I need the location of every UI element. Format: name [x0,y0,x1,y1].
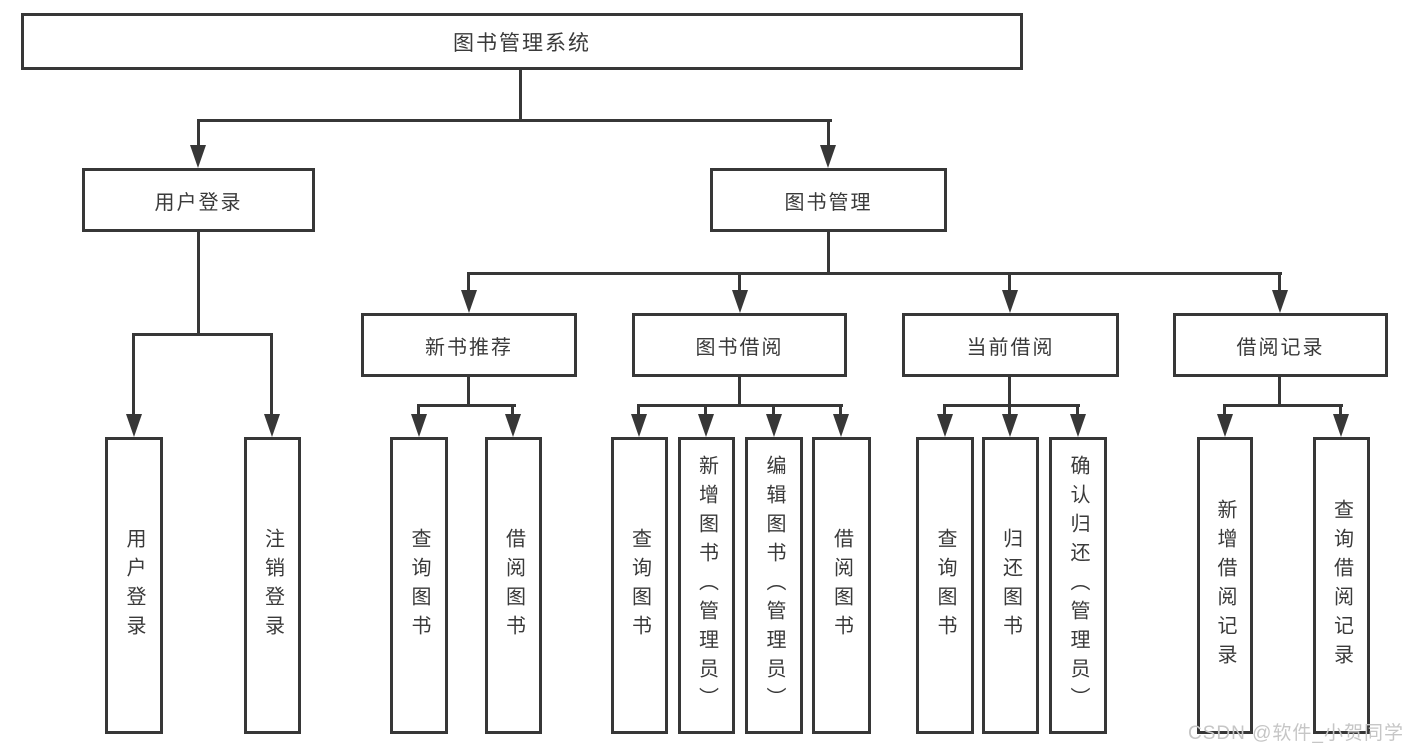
leaf-return-books-label: 归还图书 [999,527,1022,644]
connector-line [772,404,775,417]
connector-line [704,404,707,417]
leaf-logout-label: 注销登录 [261,527,284,644]
arrowhead-down-icon [264,414,280,437]
leaf-add-borrow-record: 新增借阅记录 [1197,437,1253,734]
leaf-user-login: 用户登录 [105,437,163,734]
leaf-logout: 注销登录 [244,437,301,734]
connector-line [1278,272,1281,294]
leaf-confirm-return-admin: 确认归还（管理员） [1049,437,1107,734]
node-user-login: 用户登录 [82,168,315,232]
connector-line [943,404,1080,407]
node-new-book-recommend-label: 新书推荐 [425,336,513,359]
connector-line [1339,404,1342,417]
connector-line [519,70,522,121]
leaf-edit-books-admin: 编辑图书（管理员） [745,437,803,734]
connector-line [637,404,640,417]
connector-line [511,404,514,417]
node-book-borrow-label: 图书借阅 [695,336,784,359]
connector-line [467,272,470,294]
connector-line [827,232,830,275]
node-user-login-label: 用户登录 [154,191,243,214]
connector-line [839,404,842,417]
connector-line [1008,404,1011,417]
connector-line [417,404,420,417]
leaf-query-books-recommend-label: 查询图书 [408,527,430,644]
arrowhead-down-icon [766,414,782,437]
leaf-query-borrow-record: 查询借阅记录 [1313,437,1370,734]
connector-line [417,404,516,407]
connector-line [1278,377,1281,407]
leaf-add-borrow-record-label: 新增借阅记录 [1214,498,1236,673]
connector-line [467,377,470,407]
leaf-return-books: 归还图书 [982,437,1039,734]
leaf-query-books-borrow-label: 查询图书 [628,527,651,644]
node-root-label: 图书管理系统 [453,31,591,55]
arrowhead-down-icon [1070,414,1086,437]
connector-line [270,333,273,415]
arrowhead-down-icon [732,290,748,313]
leaf-borrow-books-recommend-label: 借阅图书 [502,527,525,644]
arrowhead-down-icon [1272,290,1288,313]
arrowhead-down-icon [1217,414,1233,437]
leaf-borrow-books-recommend: 借阅图书 [485,437,542,734]
connector-line [197,119,200,147]
connector-line [197,119,832,122]
arrowhead-down-icon [505,414,521,437]
node-current-borrow: 当前借阅 [902,313,1119,377]
node-root: 图书管理系统 [21,13,1023,70]
node-borrow-records-label: 借阅记录 [1236,336,1325,359]
leaf-add-books-admin: 新增图书（管理员） [678,437,735,734]
connector-line [738,377,741,407]
node-book-management: 图书管理 [710,168,947,232]
arrowhead-down-icon [820,145,836,168]
connector-line [943,404,946,417]
node-borrow-records: 借阅记录 [1173,313,1388,377]
arrowhead-down-icon [126,414,142,437]
node-book-borrow: 图书借阅 [632,313,847,377]
leaf-borrow-books-label: 借阅图书 [830,527,853,644]
connector-line [467,272,1282,275]
connector-line [1076,404,1079,417]
connector-line [738,272,741,294]
connector-line [132,333,273,336]
watermark: CSDN @软件_小贺同学 [1188,723,1404,744]
leaf-query-books-current: 查询图书 [916,437,974,734]
arrowhead-down-icon [1002,414,1018,437]
connector-line [1223,404,1226,417]
leaf-borrow-books: 借阅图书 [812,437,871,734]
node-book-management-label: 图书管理 [784,191,873,214]
connector-line [1223,404,1343,407]
arrowhead-down-icon [1002,290,1018,313]
leaf-add-books-admin-label: 新增图书（管理员） [695,455,718,716]
connector-line [132,333,135,415]
leaf-edit-books-admin-label: 编辑图书（管理员） [763,455,785,716]
leaf-query-books-borrow: 查询图书 [611,437,668,734]
connector-line [637,404,843,407]
leaf-user-login-label: 用户登录 [123,527,145,644]
arrowhead-down-icon [411,414,427,437]
leaf-confirm-return-admin-label: 确认归还（管理员） [1067,455,1089,716]
arrowhead-down-icon [937,414,953,437]
node-new-book-recommend: 新书推荐 [361,313,577,377]
connector-line [1008,272,1011,294]
connector-line [827,119,830,147]
leaf-query-books-current-label: 查询图书 [934,527,956,644]
leaf-query-books-recommend: 查询图书 [390,437,448,734]
arrowhead-down-icon [698,414,714,437]
arrowhead-down-icon [833,414,849,437]
arrowhead-down-icon [631,414,647,437]
arrowhead-down-icon [190,145,206,168]
connector-line [1008,377,1011,407]
connector-line [197,232,200,336]
arrowhead-down-icon [1333,414,1349,437]
leaf-query-borrow-record-label: 查询借阅记录 [1330,498,1353,673]
node-current-borrow-label: 当前借阅 [966,336,1055,359]
arrowhead-down-icon [461,290,477,313]
